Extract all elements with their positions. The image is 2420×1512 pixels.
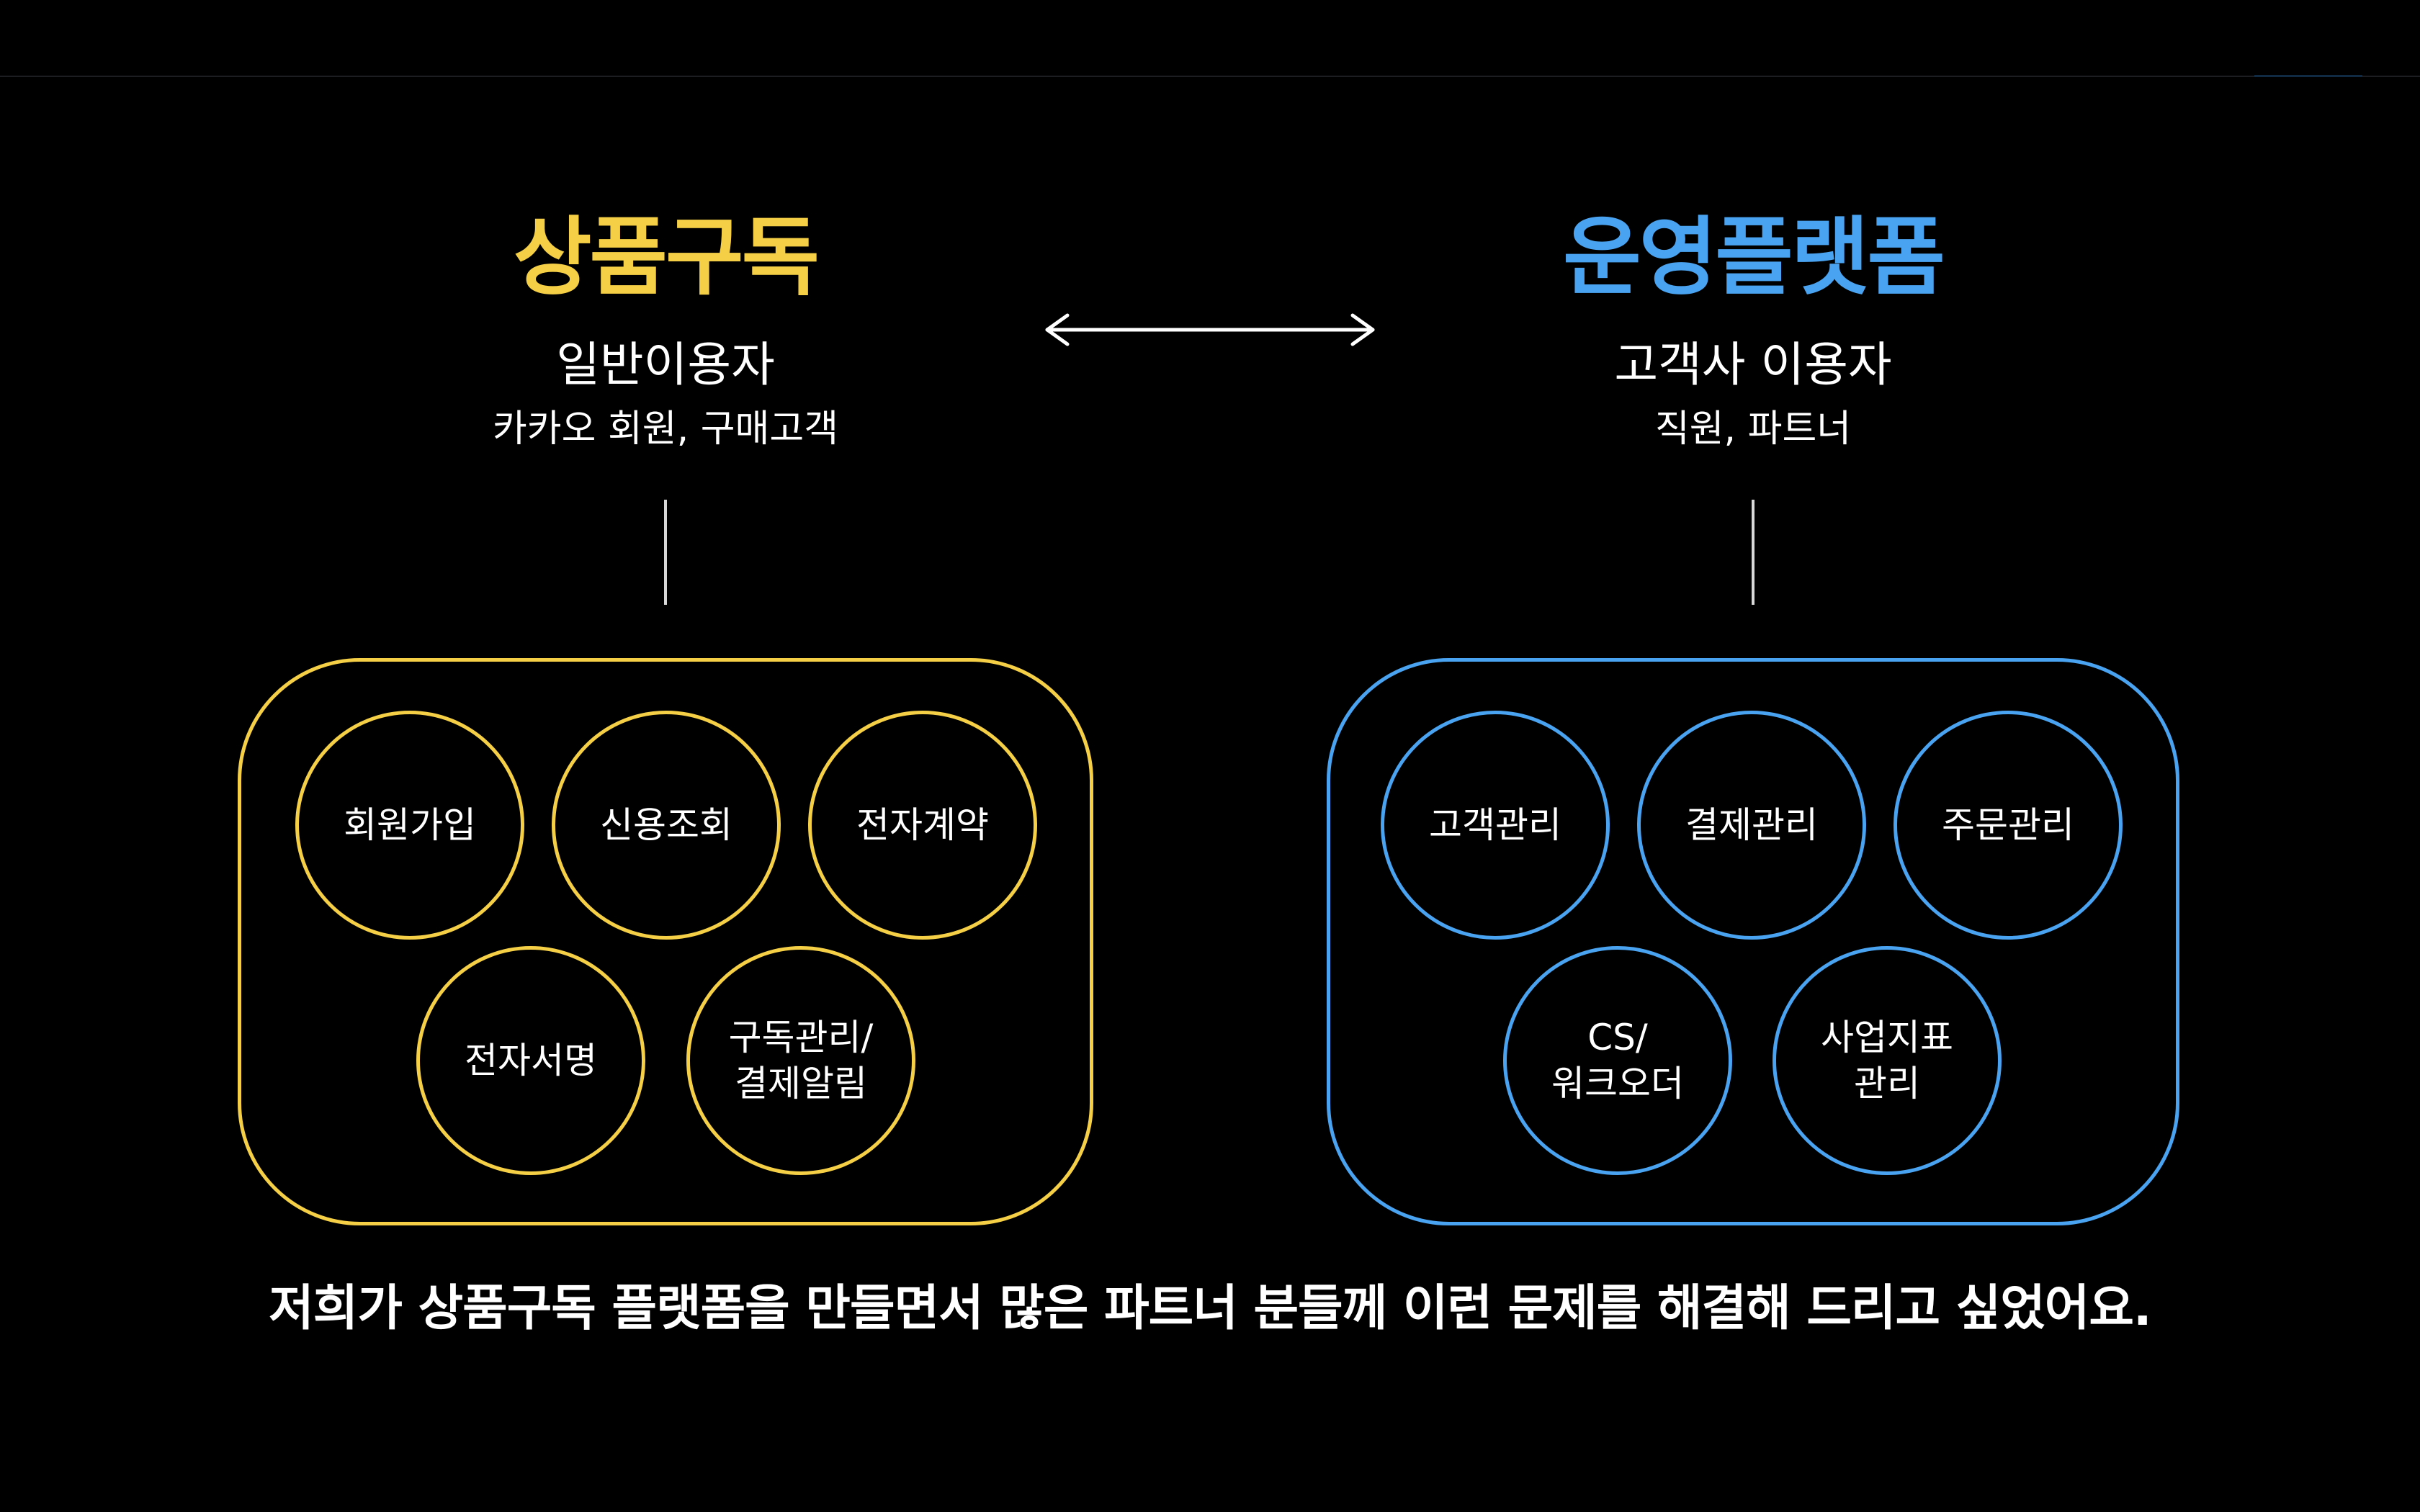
left-feature-label: 전자서명 — [465, 1040, 597, 1081]
arrow-head-right — [1350, 313, 1375, 346]
left-feature-node: 구독관리/ 결제알림 — [686, 946, 915, 1175]
left-feature-label: 전자계약 — [856, 804, 989, 846]
right-feature-node: 주문관리 — [1894, 711, 2123, 940]
right-feature-node: CS/ 워크오더 — [1503, 946, 1732, 1175]
top-divider — [0, 76, 2420, 77]
right-feature-node: 고객관리 — [1381, 711, 1610, 940]
left-feature-label: 회원가입 — [344, 804, 476, 846]
footer-caption: 저희가 상품구독 플랫폼을 만들면서 많은 파트너 분들께 이런 문제를 해결해… — [269, 1280, 2152, 1337]
left-title: 상품구독 — [513, 207, 820, 307]
left-subtitle: 일반이용자 — [556, 337, 775, 392]
left-caption: 카카오 회원, 구매고객 — [492, 408, 839, 451]
right-title: 운영플랫폼 — [1563, 207, 1945, 307]
left-feature-label: 구독관리/ 결제알림 — [728, 1017, 874, 1104]
left-feature-node: 전자계약 — [808, 711, 1037, 940]
right-feature-group: 고객관리 결제관리 주문관리 CS/ 워크오더 사업지표 관리 — [1327, 658, 2179, 1225]
left-feature-node: 회원가입 — [295, 711, 524, 940]
left-feature-group: 회원가입 신용조회 전자계약 전자서명 구독관리/ 결제알림 — [238, 658, 1093, 1225]
right-feature-label: CS/ 워크오더 — [1551, 1017, 1684, 1104]
left-feature-node: 전자서명 — [416, 946, 645, 1175]
right-feature-label: 주문관리 — [1942, 804, 2074, 846]
right-feature-label: 결제관리 — [1685, 804, 1818, 846]
right-connector-line — [1752, 500, 1754, 605]
right-caption: 직원, 파트너 — [1654, 408, 1852, 451]
right-subtitle: 고객사 이용자 — [1614, 337, 1892, 392]
arrow-head-left — [1045, 313, 1070, 346]
left-connector-line — [664, 500, 667, 605]
left-feature-node: 신용조회 — [552, 711, 781, 940]
left-feature-label: 신용조회 — [600, 804, 732, 846]
top-divider-accent — [2254, 75, 2362, 77]
right-feature-node: 결제관리 — [1637, 711, 1866, 940]
right-feature-label: 사업지표 관리 — [1821, 1017, 1953, 1104]
right-feature-node: 사업지표 관리 — [1773, 946, 2002, 1175]
bidirectional-arrow-icon — [1045, 313, 1375, 346]
right-feature-label: 고객관리 — [1429, 804, 1561, 846]
